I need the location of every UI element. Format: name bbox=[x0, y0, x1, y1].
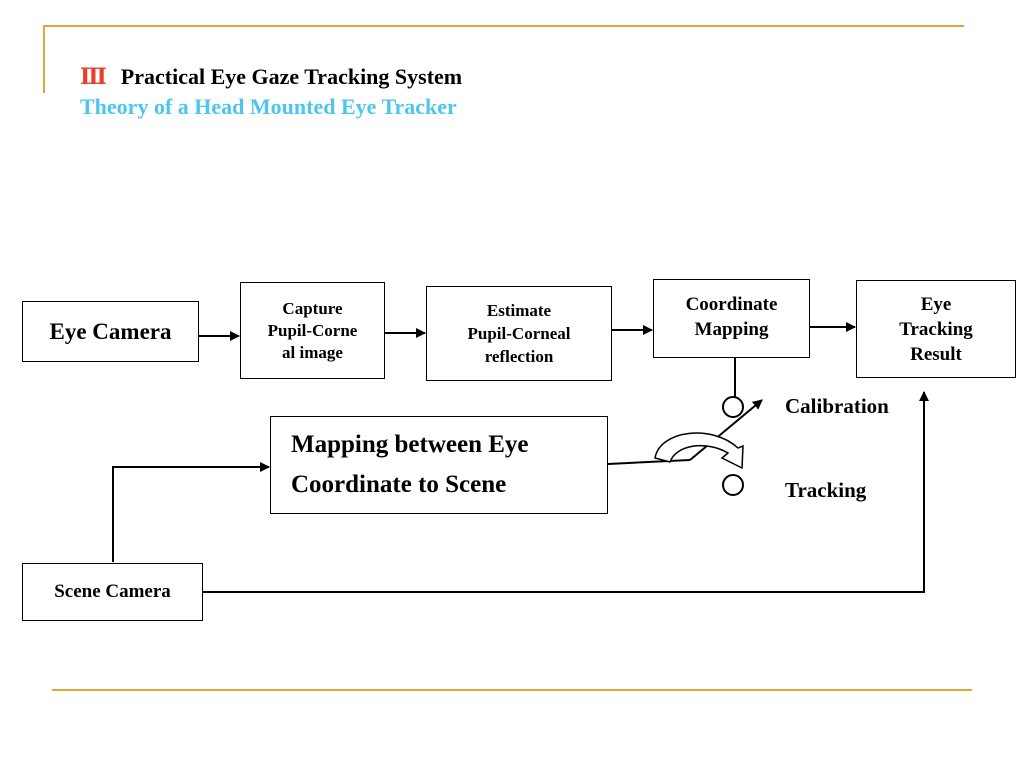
capture-box: Capture Pupil-Corne al image bbox=[240, 282, 385, 379]
switch-curved-arrow bbox=[654, 432, 744, 470]
switch-terminal-calibration bbox=[722, 396, 744, 418]
scene-to-mapping-line bbox=[112, 462, 270, 562]
title-block: Ⅲ Practical Eye Gaze Tracking System Theo… bbox=[80, 62, 462, 122]
coordinate-mapping-label: Coordinate Mapping bbox=[685, 294, 778, 340]
result-box: Eye Tracking Result bbox=[856, 280, 1016, 378]
page-title: Ⅲ Practical Eye Gaze Tracking System bbox=[80, 62, 462, 92]
left-rule bbox=[43, 25, 45, 93]
mapping-label: Mapping between Eye Coordinate to Scene bbox=[291, 431, 529, 498]
eye-camera-label: Eye Camera bbox=[49, 318, 172, 344]
section-numeral: Ⅲ bbox=[80, 64, 107, 89]
estimate-box: Estimate Pupil-Corneal reflection bbox=[426, 286, 612, 381]
mapping-to-switch-wire bbox=[607, 459, 691, 465]
eye-camera-box: Eye Camera bbox=[22, 301, 199, 362]
coordinate-mapping-box: Coordinate Mapping bbox=[653, 279, 810, 358]
top-rule bbox=[43, 25, 964, 27]
switch-lever bbox=[689, 399, 763, 461]
mapping-box: Mapping between Eye Coordinate to Scene bbox=[270, 416, 608, 514]
switch-terminal-tracking bbox=[722, 474, 744, 496]
scene-camera-label: Scene Camera bbox=[54, 581, 171, 602]
capture-label: Capture Pupil-Corne al image bbox=[267, 298, 358, 362]
result-label: Eye Tracking Result bbox=[899, 293, 973, 365]
scene-camera-box: Scene Camera bbox=[22, 563, 203, 621]
calibration-label: Calibration bbox=[785, 394, 889, 418]
title-text: Practical Eye Gaze Tracking System bbox=[120, 64, 463, 89]
scene-to-result-line bbox=[203, 391, 929, 593]
tracking-label: Tracking bbox=[785, 478, 867, 502]
bottom-rule bbox=[52, 689, 972, 691]
page-subtitle: Theory of a Head Mounted Eye Tracker bbox=[80, 94, 457, 119]
estimate-label: Estimate Pupil-Corneal reflection bbox=[467, 301, 571, 366]
